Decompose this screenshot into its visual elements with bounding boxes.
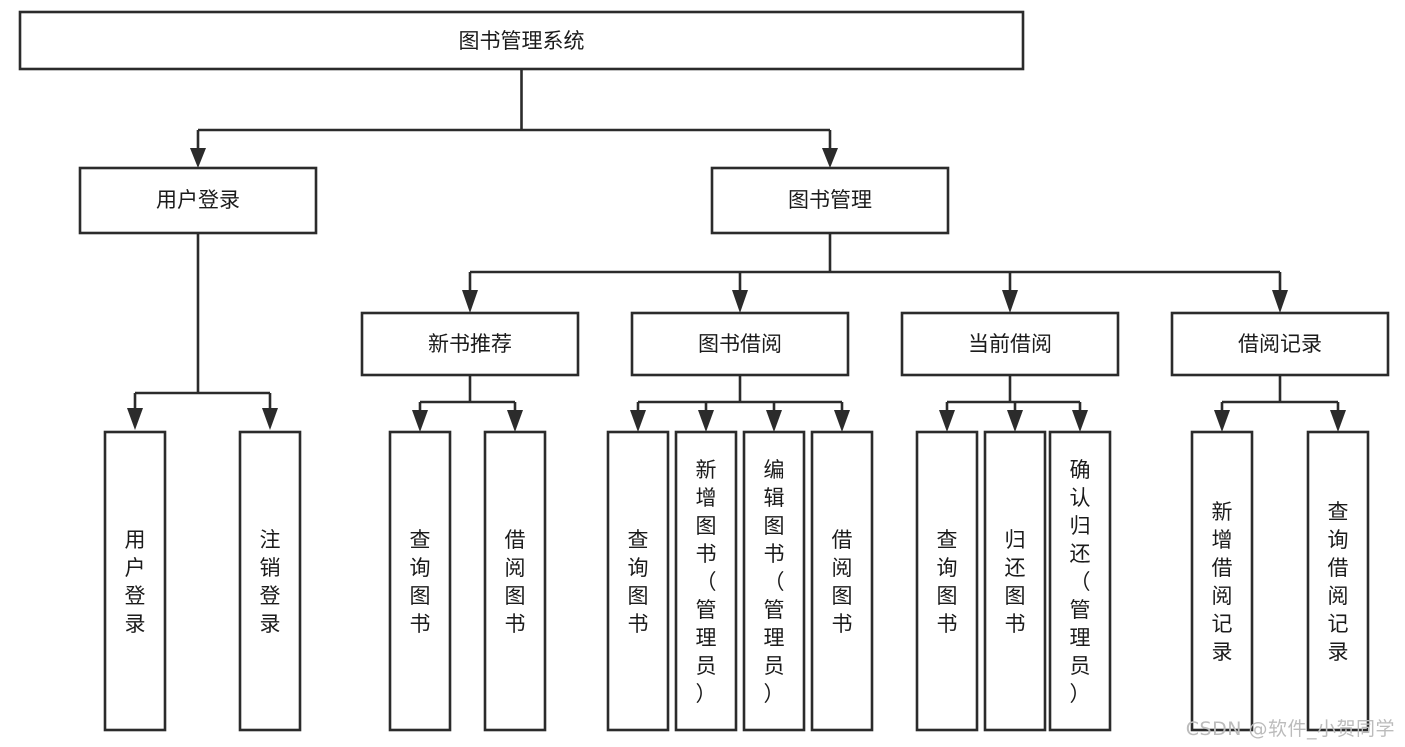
leaf-currentborrow-query-book-box[interactable] — [915, 430, 979, 732]
arrowhead-bookborrow-leaf-3 — [766, 410, 782, 432]
leaf-borrowrecord-query-record-label: 查询借阅记录 — [1328, 500, 1349, 664]
leaf-currentborrow-return-book[interactable]: 归还图书 — [983, 430, 1047, 732]
leaf-bookborrow-borrow-book-box[interactable] — [810, 430, 874, 732]
node-borrow-record-box[interactable] — [1170, 311, 1390, 377]
connector-group — [127, 69, 1346, 432]
leaf-bookborrow-edit-book[interactable]: 编辑图书（管理员） — [742, 430, 806, 732]
arrowhead-user-login — [190, 148, 206, 168]
arrowhead-borrow-record — [1272, 290, 1288, 313]
arrowhead-leaf-logout — [262, 408, 278, 430]
arrowhead-book-manage — [822, 148, 838, 168]
leaf-logout[interactable]: 注销登录 — [238, 430, 302, 732]
node-user-login[interactable]: 用户登录 — [78, 166, 318, 235]
leaf-newbook-borrow-book[interactable]: 借阅图书 — [483, 430, 547, 732]
leaf-currentborrow-return-book-box[interactable] — [983, 430, 1047, 732]
leaf-newbook-borrow-book-box[interactable] — [483, 430, 547, 732]
node-book-borrow[interactable]: 图书借阅 — [630, 311, 850, 377]
node-book-manage-box[interactable] — [710, 166, 950, 235]
node-user-login-label: 用户登录 — [156, 188, 240, 212]
arrowhead-leaf-user-login — [127, 408, 143, 430]
node-book-borrow-box[interactable] — [630, 311, 850, 377]
node-new-book-recommend-label: 新书推荐 — [428, 332, 512, 356]
arrowhead-bookborrow-leaf-4 — [834, 410, 850, 432]
leaf-newbook-query-book-label: 查询图书 — [410, 528, 431, 636]
node-new-book-recommend[interactable]: 新书推荐 — [360, 311, 580, 377]
leaf-user-login-box[interactable] — [103, 430, 167, 732]
leaf-bookborrow-query-book-box[interactable] — [606, 430, 670, 732]
leaf-logout-label: 注销登录 — [260, 528, 281, 636]
leaf-bookborrow-query-book-label: 查询图书 — [628, 528, 649, 636]
leaf-bookborrow-add-book-label: 新增图书（管理员） — [696, 458, 717, 706]
leaf-user-login-label: 用户登录 — [125, 528, 146, 636]
node-book-manage-label: 图书管理 — [788, 188, 872, 212]
arrowhead-bookborrow-leaf-1 — [630, 410, 646, 432]
arrowhead-currentborrow-leaf-2 — [1007, 410, 1023, 432]
arrowhead-currentborrow-leaf-1 — [939, 410, 955, 432]
node-book-manage[interactable]: 图书管理 — [710, 166, 950, 235]
leaf-user-login[interactable]: 用户登录 — [103, 430, 167, 732]
node-borrow-record-label: 借阅记录 — [1238, 332, 1322, 356]
leaf-logout-box[interactable] — [238, 430, 302, 732]
leaf-newbook-query-book[interactable]: 查询图书 — [388, 430, 452, 732]
leaf-currentborrow-confirm-return-label: 确认归还（管理员） — [1070, 458, 1091, 706]
leaf-borrowrecord-add-record-box[interactable] — [1190, 430, 1254, 732]
node-root-label: 图书管理系统 — [459, 29, 585, 53]
leaf-currentborrow-query-book[interactable]: 查询图书 — [915, 430, 979, 732]
arrowhead-newbook-leaf-1 — [412, 410, 428, 432]
arrowhead-new-book — [462, 290, 478, 313]
leaf-newbook-query-book-box[interactable] — [388, 430, 452, 732]
leaf-bookborrow-borrow-book[interactable]: 借阅图书 — [810, 430, 874, 732]
leaf-bookborrow-edit-book-label: 编辑图书（管理员） — [764, 458, 785, 706]
leaf-currentborrow-confirm-return[interactable]: 确认归还（管理员） — [1048, 430, 1112, 732]
leaf-bookborrow-borrow-book-label: 借阅图书 — [832, 528, 853, 636]
arrowhead-book-borrow — [732, 290, 748, 313]
leaf-bookborrow-add-book[interactable]: 新增图书（管理员） — [674, 430, 738, 732]
leaf-borrowrecord-add-record[interactable]: 新增借阅记录 — [1190, 430, 1254, 732]
leaf-bookborrow-add-book-box[interactable] — [674, 430, 738, 732]
leaf-borrowrecord-query-record-box[interactable] — [1306, 430, 1370, 732]
arrowhead-current-borrow — [1002, 290, 1018, 313]
leaf-currentborrow-return-book-label: 归还图书 — [1005, 528, 1026, 636]
arrowhead-borrowrecord-leaf-1 — [1214, 410, 1230, 432]
arrowhead-bookborrow-leaf-2 — [698, 410, 714, 432]
node-current-borrow-box[interactable] — [900, 311, 1120, 377]
leaf-bookborrow-query-book[interactable]: 查询图书 — [606, 430, 670, 732]
node-user-login-box[interactable] — [78, 166, 318, 235]
node-root-box[interactable] — [18, 10, 1025, 71]
node-current-borrow-label: 当前借阅 — [968, 332, 1052, 356]
node-new-book-recommend-box[interactable] — [360, 311, 580, 377]
leaf-newbook-borrow-book-label: 借阅图书 — [505, 528, 526, 636]
arrowhead-borrowrecord-leaf-2 — [1330, 410, 1346, 432]
arrowhead-newbook-leaf-2 — [507, 410, 523, 432]
arrowhead-currentborrow-leaf-3 — [1072, 410, 1088, 432]
node-book-borrow-label: 图书借阅 — [698, 332, 782, 356]
leaf-borrowrecord-add-record-label: 新增借阅记录 — [1212, 500, 1233, 664]
node-borrow-record[interactable]: 借阅记录 — [1170, 311, 1390, 377]
leaf-currentborrow-query-book-label: 查询图书 — [937, 528, 958, 636]
node-root[interactable]: 图书管理系统 — [18, 10, 1025, 71]
node-current-borrow[interactable]: 当前借阅 — [900, 311, 1120, 377]
leaf-borrowrecord-query-record[interactable]: 查询借阅记录 — [1306, 430, 1370, 732]
leaf-bookborrow-edit-book-box[interactable] — [742, 430, 806, 732]
leaf-currentborrow-confirm-return-box[interactable] — [1048, 430, 1112, 732]
